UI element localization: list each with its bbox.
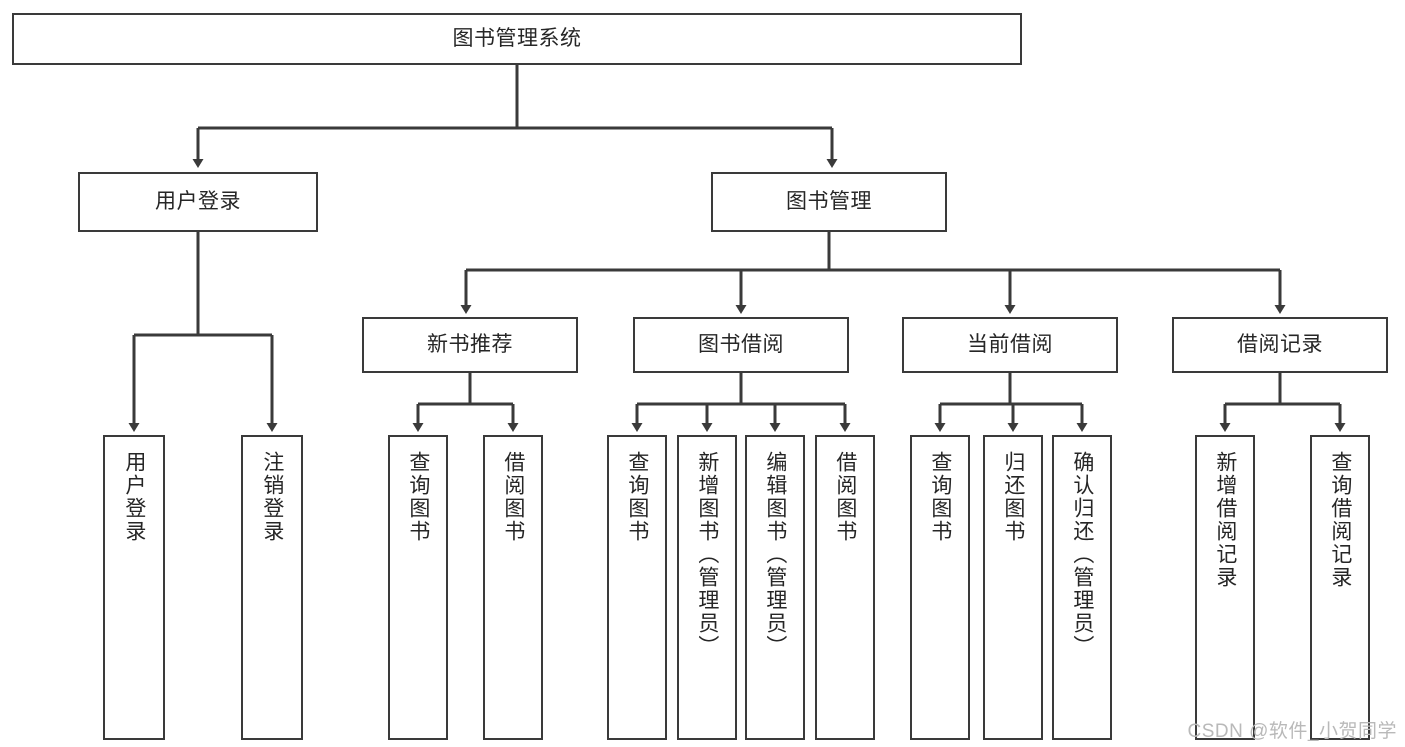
node-borrow-record[interactable]: 借阅记录: [1172, 317, 1388, 373]
leaf-confirm-return-admin[interactable]: 确认归还（管理员）: [1052, 435, 1112, 740]
node-new-book-recommend[interactable]: 新书推荐: [362, 317, 578, 373]
leaf-edit-book-admin-label: 编辑图书（管理员）: [763, 451, 787, 658]
node-new-book-recommend-label: 新书推荐: [427, 332, 513, 356]
leaf-query-borrow-record-label: 查询借阅记录: [1328, 451, 1352, 589]
leaf-borrow-book-recommend-label: 借阅图书: [501, 451, 525, 543]
leaf-user-login[interactable]: 用户登录: [103, 435, 165, 740]
leaf-borrow-book[interactable]: 借阅图书: [815, 435, 875, 740]
leaf-edit-book-admin[interactable]: 编辑图书（管理员）: [745, 435, 805, 740]
leaf-add-borrow-record[interactable]: 新增借阅记录: [1195, 435, 1255, 740]
leaf-logout[interactable]: 注销登录: [241, 435, 303, 740]
node-book-borrow-label: 图书借阅: [698, 332, 784, 356]
node-current-borrow-label: 当前借阅: [967, 332, 1053, 356]
leaf-query-book-current-label: 查询图书: [928, 451, 952, 543]
leaf-borrow-book-recommend[interactable]: 借阅图书: [483, 435, 543, 740]
node-book-management[interactable]: 图书管理: [711, 172, 947, 232]
node-borrow-record-label: 借阅记录: [1237, 332, 1323, 356]
leaf-query-book-recommend[interactable]: 查询图书: [388, 435, 448, 740]
leaf-query-book-borrow[interactable]: 查询图书: [607, 435, 667, 740]
leaf-query-book-recommend-label: 查询图书: [406, 451, 430, 543]
leaf-query-book-current[interactable]: 查询图书: [910, 435, 970, 740]
leaf-confirm-return-admin-label: 确认归还（管理员）: [1070, 451, 1094, 658]
leaf-add-book-admin[interactable]: 新增图书（管理员）: [677, 435, 737, 740]
leaf-user-login-label: 用户登录: [122, 451, 146, 543]
leaf-add-borrow-record-label: 新增借阅记录: [1213, 451, 1237, 589]
leaf-query-borrow-record[interactable]: 查询借阅记录: [1310, 435, 1370, 740]
node-book-borrow[interactable]: 图书借阅: [633, 317, 849, 373]
leaf-return-book-label: 归还图书: [1001, 451, 1025, 543]
leaf-logout-label: 注销登录: [260, 451, 284, 543]
leaf-borrow-book-label: 借阅图书: [833, 451, 857, 543]
node-user-login-label: 用户登录: [155, 189, 241, 213]
leaf-query-book-borrow-label: 查询图书: [625, 451, 649, 543]
node-user-login[interactable]: 用户登录: [78, 172, 318, 232]
node-root[interactable]: 图书管理系统: [12, 13, 1022, 65]
leaf-return-book[interactable]: 归还图书: [983, 435, 1043, 740]
leaf-add-book-admin-label: 新增图书（管理员）: [695, 451, 719, 658]
node-current-borrow[interactable]: 当前借阅: [902, 317, 1118, 373]
node-book-management-label: 图书管理: [786, 189, 872, 213]
node-root-label: 图书管理系统: [452, 26, 582, 50]
